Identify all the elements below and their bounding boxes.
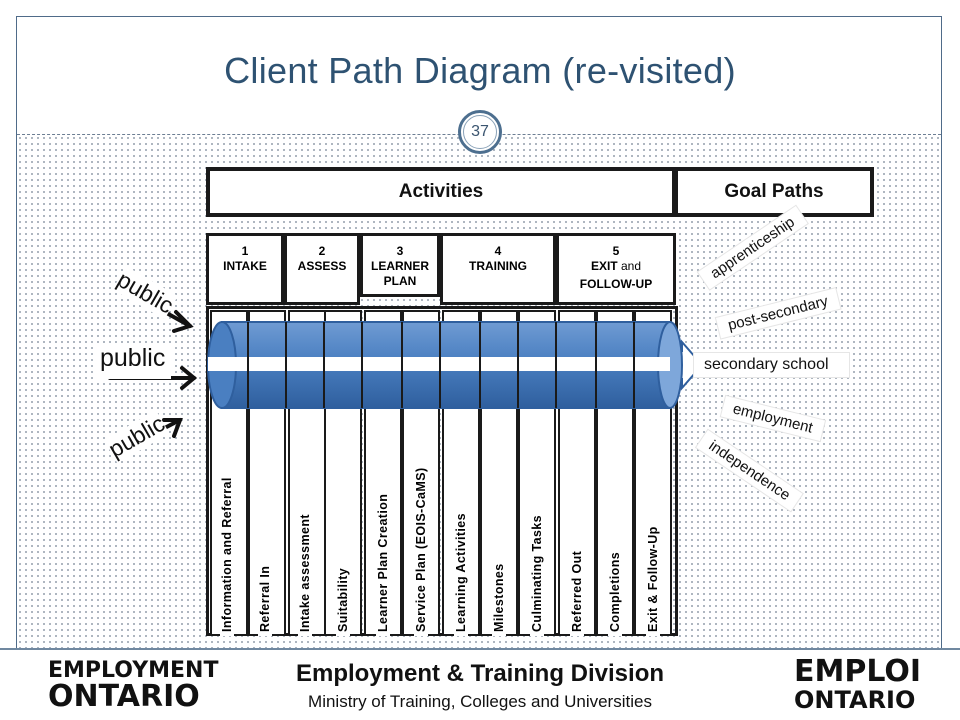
stage-name: EXIT and [590, 259, 642, 273]
stage-name-line2: FOLLOW-UP [579, 277, 653, 291]
column-label: Referred Out [570, 546, 584, 636]
column-label: Information and Referral [220, 473, 234, 636]
goal-path-secondary-school: secondary school [694, 353, 849, 377]
stage-exit-follow-up: 5 EXIT and FOLLOW-UP [556, 233, 676, 305]
column-label: Referral In [258, 561, 272, 636]
slide-frame [16, 16, 942, 650]
stage-name: ASSESS [297, 259, 347, 273]
column-label: Intake assessment [298, 510, 312, 636]
column-label: Learning Activities [454, 509, 468, 636]
stage-learner-plan: 3 LEARNER PLAN [360, 233, 440, 297]
stage-name-line2: PLAN [383, 274, 417, 288]
stage-assess: 2 ASSESS [284, 233, 360, 305]
stage-number: 4 [494, 244, 502, 258]
goal-paths-header: Goal Paths [674, 167, 874, 217]
emploi-ontario-logo: EMPLOI ONTARIO [794, 654, 922, 715]
division-name: Employment & Training Division [295, 660, 665, 687]
column-label: Learner Plan Creation [376, 489, 390, 636]
public-input-label: public [96, 344, 172, 379]
ministry-name: Ministry of Training, Colleges and Unive… [308, 692, 652, 711]
stage-name: TRAINING [469, 259, 527, 273]
stage-name: INTAKE [223, 259, 267, 273]
employment-ontario-logo: EMPLOYMENT ONTARIO [48, 658, 219, 714]
column-label: Completions [608, 547, 622, 636]
stage-number: 1 [241, 244, 249, 258]
activities-header: Activities [206, 167, 676, 217]
stage-intake: 1 INTAKE [206, 233, 284, 305]
stage-name: LEARNER [370, 259, 429, 273]
column-label: Service Plan (EOIS-CaMS) [414, 463, 428, 636]
column-label: Exit & Follow-Up [646, 522, 660, 636]
stage-number: 5 [612, 244, 620, 258]
footer [0, 648, 960, 720]
stage-number: 3 [396, 244, 404, 258]
stage-number: 2 [318, 244, 326, 258]
column-label: Milestones [492, 559, 506, 636]
footer-divider [0, 648, 960, 650]
slide-title: Client Path Diagram (re-visited) [224, 50, 736, 91]
page-number-badge: 37 [458, 110, 502, 154]
stage-training: 4 TRAINING [440, 233, 556, 305]
division-title: Employment & Training Division Ministry … [230, 660, 730, 712]
column-label: Culminating Tasks [530, 510, 544, 636]
column-label: Suitability [336, 563, 350, 636]
